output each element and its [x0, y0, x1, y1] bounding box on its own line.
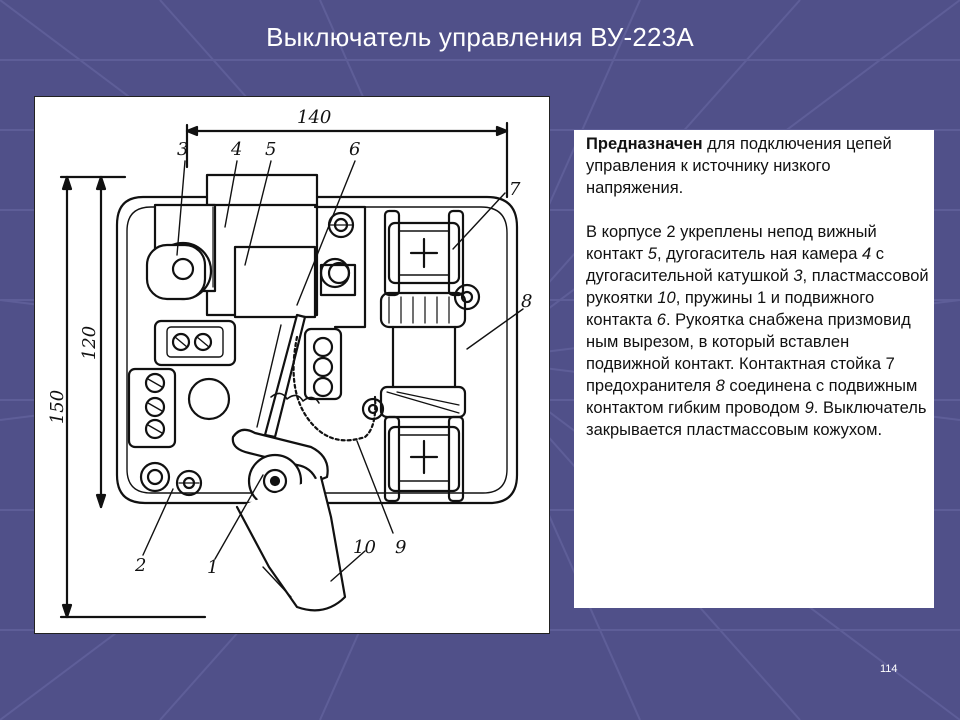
- body-segment: . Рукоятка снабжена призмовид ным вырезо…: [586, 311, 911, 395]
- handle: [235, 475, 347, 612]
- body-segment: , пружины 1 и подвижного контакта: [586, 289, 875, 329]
- fuse: [379, 291, 467, 329]
- housing-outline: [115, 195, 519, 505]
- body-segment: 9: [804, 399, 814, 417]
- body-segment: 10: [657, 289, 676, 307]
- description-panel: [574, 130, 934, 608]
- body-segment: соединена с подвижным контактом гибким п…: [586, 377, 918, 417]
- flexible-wire: [292, 335, 377, 442]
- body-segment: 5: [647, 245, 657, 263]
- body-segment: , пластмассовой рукоятки: [586, 267, 929, 307]
- description-text: Предназначен для подключения цепей управ…: [586, 133, 931, 441]
- callout-7: 7: [509, 179, 521, 200]
- body-segment: . Выключатель закрывается пластмассовым …: [586, 399, 927, 439]
- body-segment: 8: [715, 377, 725, 395]
- dimension-height-outer-label: 150: [47, 390, 68, 424]
- callout-9: 9: [395, 537, 406, 558]
- dimension-width-label: 140: [297, 107, 331, 128]
- body-segment: В корпусе 2 укреплены непод вижный конта…: [586, 223, 877, 263]
- fuse-holder-bottom: [387, 425, 461, 493]
- body-segment: , дугогаситель ная камера: [656, 245, 862, 263]
- moving-contact: [263, 313, 307, 439]
- dimension-height-inner-label: 120: [79, 326, 100, 360]
- callout-2: 2: [134, 555, 146, 576]
- switch-schematic: 140 150 120 3 4 5 6 7 8 2 1 9 10: [47, 107, 532, 619]
- callout-6: 6: [349, 139, 360, 160]
- construction-paragraph: В корпусе 2 укреплены непод вижный конта…: [586, 221, 931, 441]
- spring: [270, 392, 320, 404]
- fuse-holder-top: [387, 221, 461, 285]
- body-segment: 4: [862, 245, 872, 263]
- purpose-paragraph: Предназначен для подключения цепей управ…: [586, 133, 931, 199]
- slide-number: 114: [880, 663, 898, 675]
- callout-8: 8: [521, 291, 532, 312]
- callout-1: 1: [207, 557, 218, 578]
- body-segment: с дугогасительной катушкой: [586, 245, 885, 285]
- callout-10: 10: [353, 537, 376, 558]
- callout-5: 5: [265, 139, 276, 160]
- technical-drawing: 140 150 120 3 4 5 6 7 8 2 1 9 10: [34, 96, 550, 634]
- callout-3: 3: [177, 139, 188, 160]
- body-segment: 3: [793, 267, 803, 285]
- purpose-bold: Предназначен: [586, 135, 703, 153]
- body-segment: 6: [656, 311, 666, 329]
- callout-4: 4: [230, 139, 242, 160]
- slide-title: Выключатель управления ВУ-223А: [266, 22, 694, 52]
- purpose-text: для подключения цепей управления к источ…: [586, 135, 892, 197]
- housing-screw: [139, 461, 171, 493]
